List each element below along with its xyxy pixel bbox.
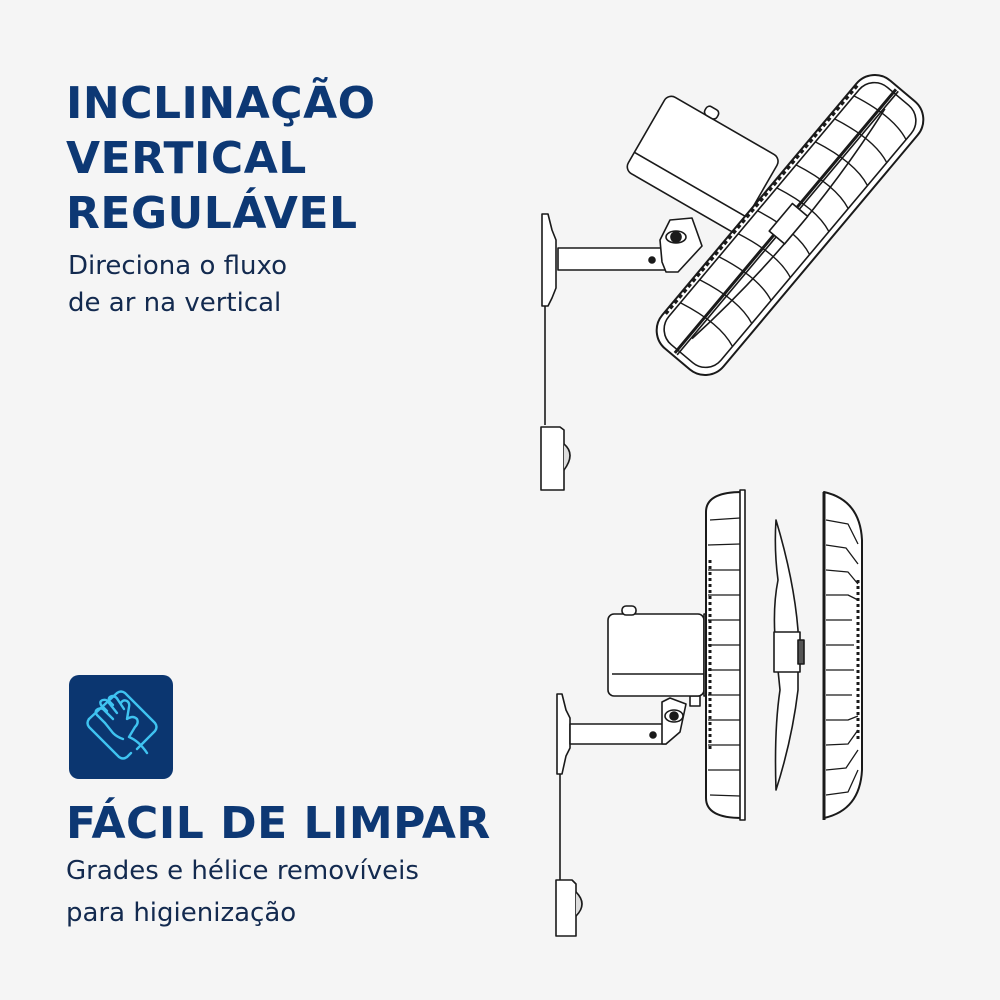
feature-title-tilt: INCLINAÇÃO VERTICAL REGULÁVEL xyxy=(66,76,376,241)
subtitle-line: de ar na vertical xyxy=(68,288,282,318)
cleaning-icon-badge xyxy=(69,675,173,779)
feature-subtitle-clean: Grades e hélice removíveis para higieniz… xyxy=(66,850,419,934)
tilted-wall-fan-icon xyxy=(540,74,925,491)
exploded-wall-fan-icon xyxy=(555,489,863,937)
subtitle-line: Direciona o fluxo xyxy=(68,251,287,281)
title-line: REGULÁVEL xyxy=(66,188,358,239)
title-line: VERTICAL xyxy=(66,133,307,184)
subtitle-line: Grades e hélice removíveis xyxy=(66,856,419,886)
feature-title-clean: FÁCIL DE LIMPAR xyxy=(66,798,491,849)
feature-subtitle-tilt: Direciona o fluxo de ar na vertical xyxy=(68,248,287,322)
hand-wiping-cloth-icon xyxy=(86,690,158,760)
subtitle-line: para higienização xyxy=(66,898,297,928)
title-line: INCLINAÇÃO xyxy=(66,78,376,129)
